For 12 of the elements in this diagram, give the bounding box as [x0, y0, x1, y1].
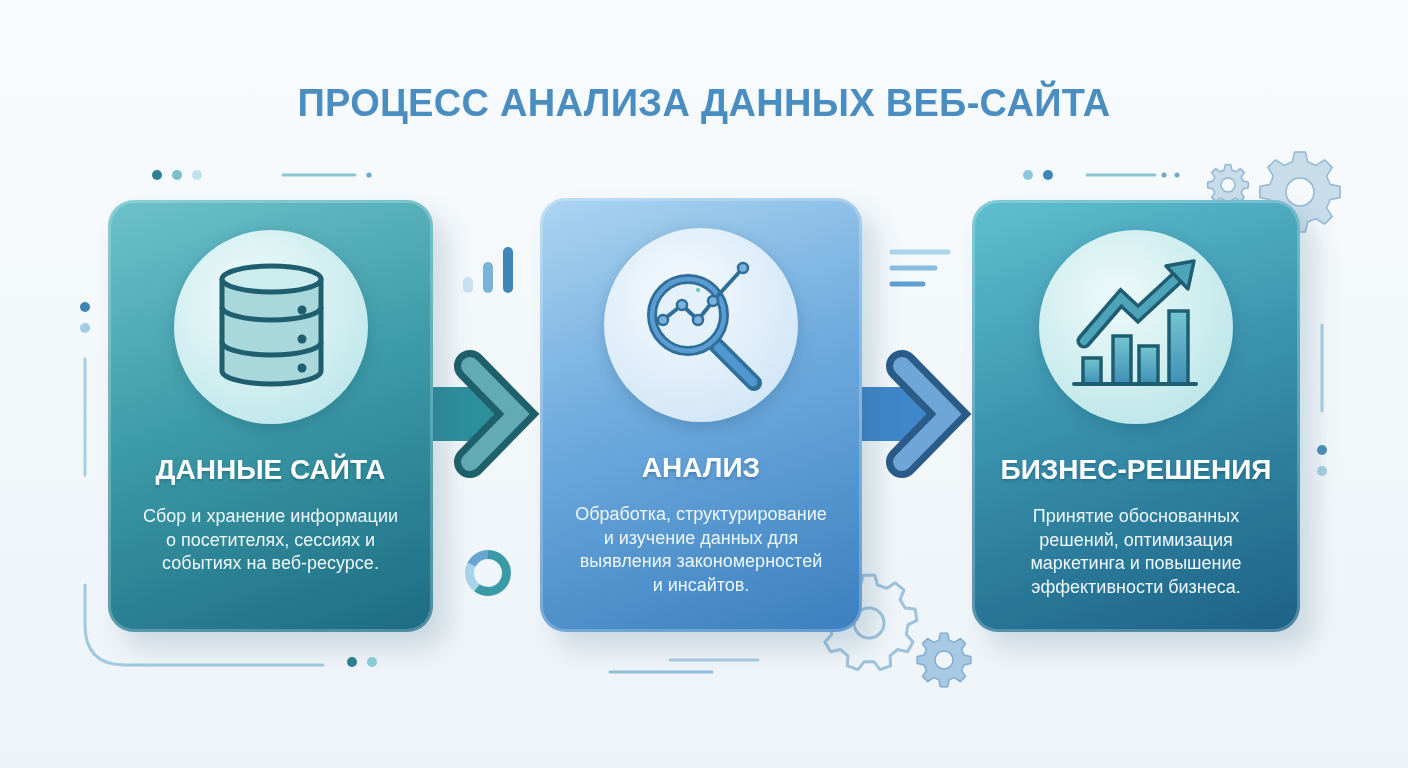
arrow [433, 350, 540, 478]
card-description: Сбор и хранение информации о посетителях, сессиях и событиях на веб-ресурсе. [142, 505, 399, 575]
card-description: Обработка, структурирование и изучение данных для выявления закономерностей и инсайтов. [574, 503, 828, 597]
card-description: Принятие обоснованных решений, оптимизация маркетинга и повышение эффективности бизнеса. [1029, 505, 1243, 599]
process-card [540, 198, 862, 632]
diagram-title: ПРОЦЕСС АНАЛИЗА ДАННЫХ ВЕБ-САЙТА [297, 80, 1111, 126]
card-title: БИЗНЕС-РЕШЕНИЯ [1000, 453, 1272, 487]
arrow [862, 350, 972, 478]
process-card [972, 200, 1300, 632]
process-card [108, 200, 433, 632]
card-title: АНАЛИЗ [641, 451, 761, 485]
card-title: ДАННЫЕ САЙТА [155, 452, 386, 487]
